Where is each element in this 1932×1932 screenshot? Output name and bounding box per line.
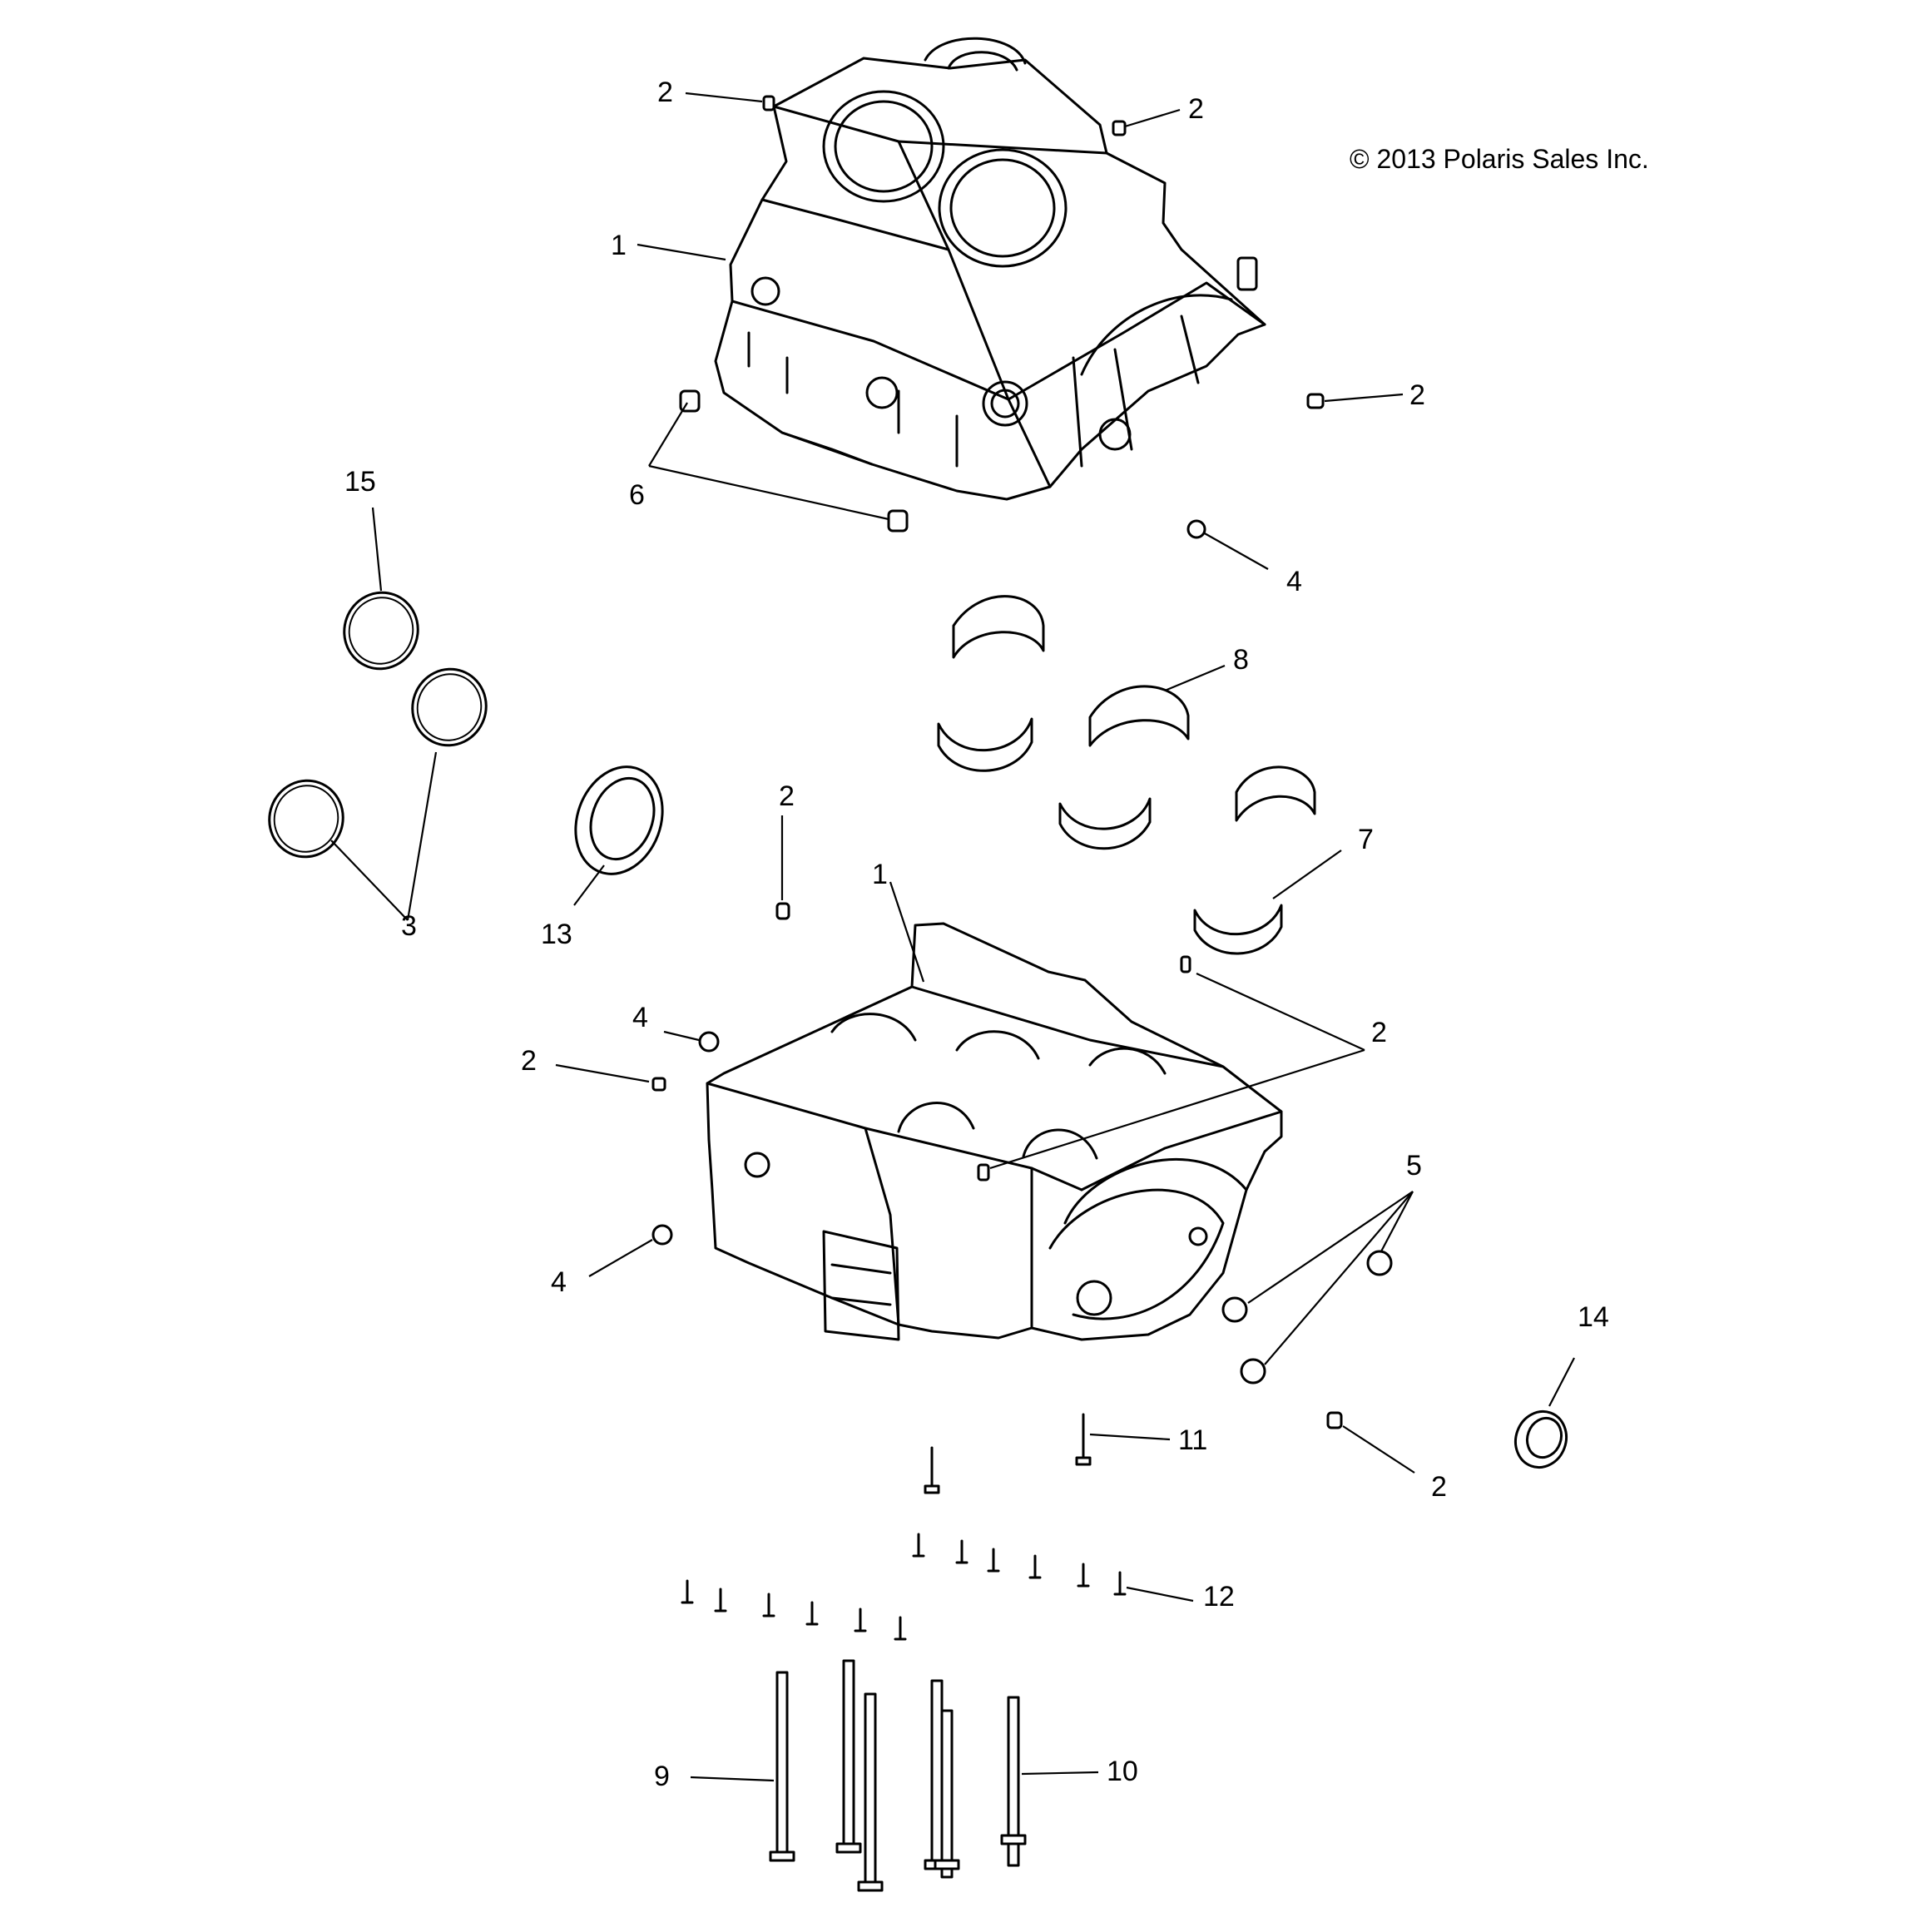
callout-5: 5 — [1406, 1150, 1422, 1181]
callout-2: 2 — [1188, 93, 1204, 125]
sleeves — [1221, 1250, 1393, 1385]
bushings — [651, 519, 1206, 1246]
callout-11: 11 — [1178, 1424, 1207, 1456]
upper-crankcase — [714, 37, 1266, 501]
leader-lines — [330, 92, 1575, 1782]
dowel-pins — [651, 95, 1343, 1429]
callout-2: 2 — [1431, 1471, 1447, 1503]
callout-8: 8 — [1233, 644, 1249, 676]
callout-1: 1 — [872, 859, 888, 890]
callout-3: 3 — [401, 910, 417, 942]
callout-7: 7 — [1358, 824, 1374, 855]
main-bearings — [937, 595, 1316, 955]
callout-13: 13 — [541, 919, 572, 950]
callout-2: 2 — [779, 780, 795, 812]
copyright-text: © 2013 Polaris Sales Inc. — [1350, 144, 1649, 174]
jets — [679, 389, 909, 533]
lower-crankcase — [706, 922, 1283, 1341]
callout-2: 2 — [657, 77, 673, 108]
callout-1: 1 — [611, 230, 627, 261]
callout-9: 9 — [654, 1761, 670, 1792]
callout-14: 14 — [1578, 1301, 1609, 1333]
callout-12: 12 — [1203, 1581, 1235, 1612]
callout-labels: 2 2 1 2 15 6 4 8 2 7 1 3 13 4 2 2 5 4 14… — [344, 77, 1609, 1792]
callout-15: 15 — [344, 466, 376, 498]
callout-4: 4 — [632, 1002, 648, 1033]
callout-2: 2 — [1371, 1017, 1387, 1048]
callout-4: 4 — [1286, 566, 1302, 597]
callout-6: 6 — [629, 479, 645, 511]
short-bolts — [681, 1413, 1127, 1641]
callout-2: 2 — [521, 1045, 537, 1077]
callout-2: 2 — [1409, 379, 1425, 411]
callout-10: 10 — [1107, 1756, 1138, 1787]
long-bolts — [769, 1659, 1027, 1892]
seal-rings — [268, 591, 1568, 1469]
callout-4: 4 — [551, 1266, 567, 1298]
